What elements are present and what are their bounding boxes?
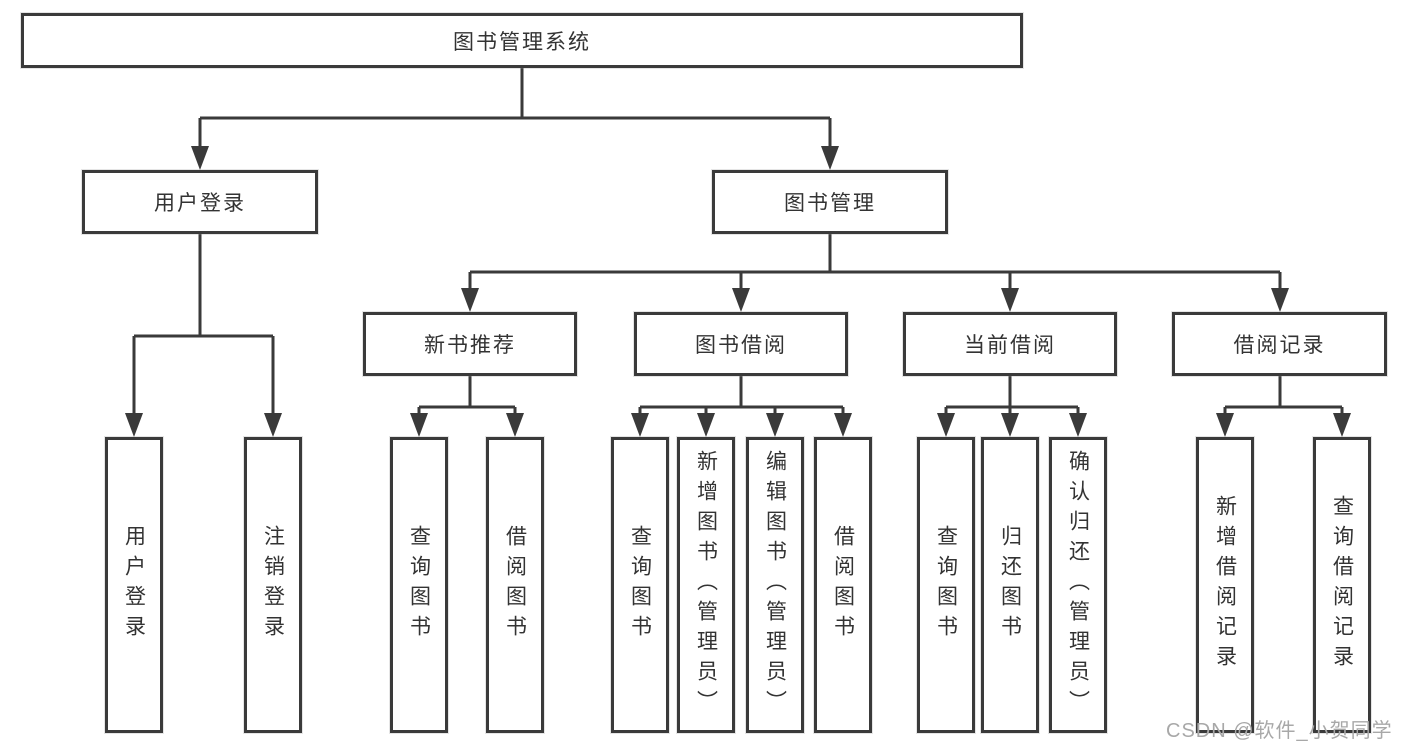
leaf-label: 查询图书 [628,525,652,645]
connector-book-borrow-to-leaves [638,376,845,420]
csdn-watermark: CSDN @软件_小贺同学 [1166,720,1393,742]
leaf-label: 查询借阅记录 [1330,495,1354,675]
leaf-query-books-current: 查询图书 [917,437,975,733]
node-label: 用户登录 [154,192,246,215]
leaf-borrow-book-recommend: 借阅图书 [486,437,544,733]
node-borrow-records: 借阅记录 [1172,312,1387,376]
connector-book-mgmt-to-level3 [468,234,1282,295]
node-user-login: 用户登录 [82,170,318,234]
node-label: 新书推荐 [424,334,516,357]
node-label: 图书管理系统 [453,30,591,54]
leaf-label: 查询图书 [407,525,431,645]
arrowheads [125,146,1351,437]
node-label: 图书借阅 [695,334,787,357]
leaf-edit-book-admin: 编辑图书（管理员） [746,437,804,733]
connector-borrow-records-to-leaves [1223,376,1344,420]
leaf-label: 确认归还（管理员） [1066,450,1090,720]
leaf-label: 借阅图书 [831,525,855,645]
leaf-add-book-admin: 新增图书（管理员） [677,437,735,733]
connector-new-book-to-leaves [417,376,517,420]
node-label: 图书管理 [784,192,876,215]
leaf-query-borrow-record: 查询借阅记录 [1313,437,1371,733]
node-label: 借阅记录 [1233,334,1326,357]
leaf-user-login: 用户登录 [105,437,163,733]
leaf-label: 查询图书 [934,525,958,645]
node-book-management: 图书管理 [712,170,948,234]
leaf-label: 借阅图书 [503,525,527,645]
leaf-logout: 注销登录 [244,437,302,733]
node-root-system: 图书管理系统 [21,13,1023,68]
leaf-add-borrow-record: 新增借阅记录 [1196,437,1254,733]
node-new-book-recommend: 新书推荐 [363,312,577,376]
node-current-borrow: 当前借阅 [903,312,1117,376]
node-label: 当前借阅 [964,334,1056,357]
leaf-label: 注销登录 [261,525,285,645]
leaf-label: 编辑图书（管理员） [763,450,787,720]
leaf-return-book: 归还图书 [981,437,1039,733]
leaf-label: 用户登录 [122,525,146,645]
leaf-confirm-return-admin: 确认归还（管理员） [1049,437,1107,733]
leaf-borrow-book: 借阅图书 [814,437,872,733]
connector-user-login-to-leaves [132,234,275,420]
leaf-label: 新增借阅记录 [1213,495,1237,675]
connector-root-to-level2 [198,68,832,150]
leaf-query-books-borrow: 查询图书 [611,437,669,733]
leaf-query-books-recommend: 查询图书 [390,437,448,733]
leaf-label: 新增图书（管理员） [694,450,718,720]
node-book-borrow: 图书借阅 [634,312,848,376]
leaf-label: 归还图书 [998,525,1022,645]
